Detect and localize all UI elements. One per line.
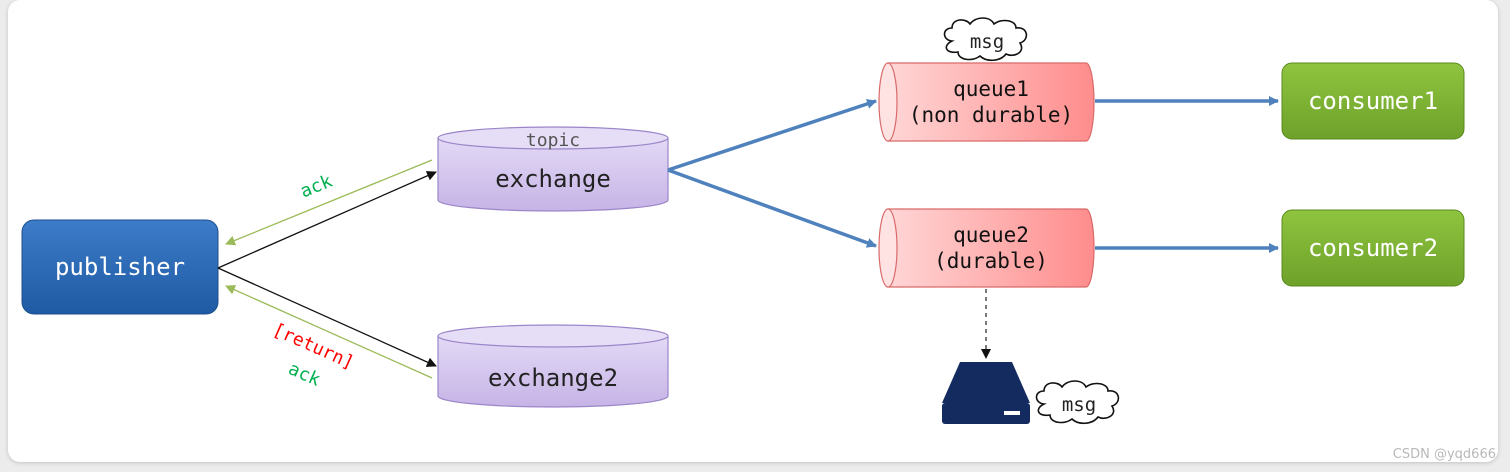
watermark: CSDN @yqd666 <box>1392 447 1496 462</box>
queue1-name: queue1 <box>953 77 1029 101</box>
queue2-cylinder <box>878 208 1095 288</box>
queue2-label: queue2 (durable) <box>896 209 1086 287</box>
arrow-publisher-to-exchange2 <box>217 267 437 367</box>
consumer1-label: consumer1 <box>1307 87 1439 115</box>
publisher-box <box>21 219 219 315</box>
disk-icon <box>942 362 1030 424</box>
consumer1-box <box>1281 62 1465 140</box>
msg-cloud-disk-label: msg <box>1061 394 1097 416</box>
arrow-ack-from-exchange2 <box>225 285 433 379</box>
queue2-name: queue2 <box>953 223 1029 247</box>
msg-cloud-disk-shape <box>1035 380 1120 425</box>
queue2-durability: (durable) <box>934 249 1048 273</box>
exchange2-cylinder <box>437 324 669 408</box>
arrow-exchange-to-queue2 <box>667 168 877 248</box>
exchange2-label: exchange2 <box>487 364 619 392</box>
exchange-cylinder <box>437 126 669 212</box>
exchange-label: exchange <box>495 165 611 193</box>
msg-cloud-top-shape <box>943 17 1028 62</box>
queue1-label: queue1 (non durable) <box>896 63 1086 141</box>
queue1-durability: (non durable) <box>908 103 1074 127</box>
consumer2-label: consumer2 <box>1307 234 1439 262</box>
msg-cloud-top-label: msg <box>969 31 1005 53</box>
queue1-cylinder <box>878 62 1095 142</box>
exchange-type-label: topic <box>525 129 581 151</box>
consumer2-box <box>1281 209 1465 287</box>
arrow-ack-from-exchange <box>225 159 433 246</box>
publisher-label: publisher <box>54 253 186 281</box>
arrow-publisher-to-exchange <box>217 171 437 269</box>
arrow-exchange-to-queue1 <box>667 99 877 172</box>
